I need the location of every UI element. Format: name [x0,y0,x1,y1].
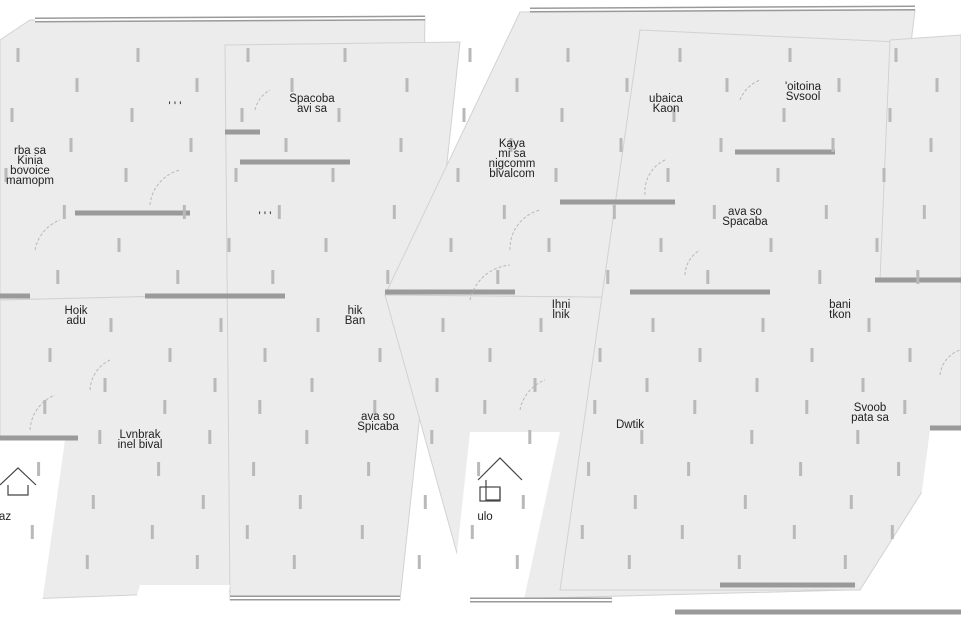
room-label: bani tkon [829,299,851,321]
room-label: ava so Spicaba [357,411,399,433]
door-swing [644,159,666,196]
door-swing [519,379,546,411]
room-label: hik Ban [344,305,366,327]
room-label: 'oitoina Svsool [784,81,822,103]
entrance-arrow-icon [0,467,37,496]
door-swing [939,349,961,376]
room-label: Kaya mi sa nigcomm blvalcom [488,138,536,180]
entrance-box [479,486,501,502]
room-label: Spacoba avi sa [289,93,335,115]
entrance-markers [0,457,523,502]
room-area [879,34,961,281]
room-label: Svoob pata sa [851,402,889,424]
room-label: Dwtik [615,419,645,431]
room-label: az [0,511,12,523]
room-label: Lvnbrak inel bival [117,429,163,451]
doors [29,79,961,431]
door-swing [254,89,271,111]
room-label: rba sa Kinia bovoice mamopm [6,145,54,187]
room-label: ulo [477,511,493,523]
door-swing [29,394,56,431]
room-label: ' ' ' [258,211,272,223]
door-swing [739,79,761,101]
door-swing [684,249,701,276]
door-swing [34,219,61,251]
door-swing [509,209,541,251]
room-label: Ihni lnik [551,299,571,321]
door-swing [469,264,511,301]
room-label: ' ' ' [168,101,182,113]
floor-areas [0,9,961,601]
walls [0,5,961,615]
room-label: ubaica Kaon [649,93,683,115]
wall-ticks [4,48,939,569]
room-label: ava so Spacaba [722,206,768,228]
room-label: Hoik adu [64,305,88,327]
